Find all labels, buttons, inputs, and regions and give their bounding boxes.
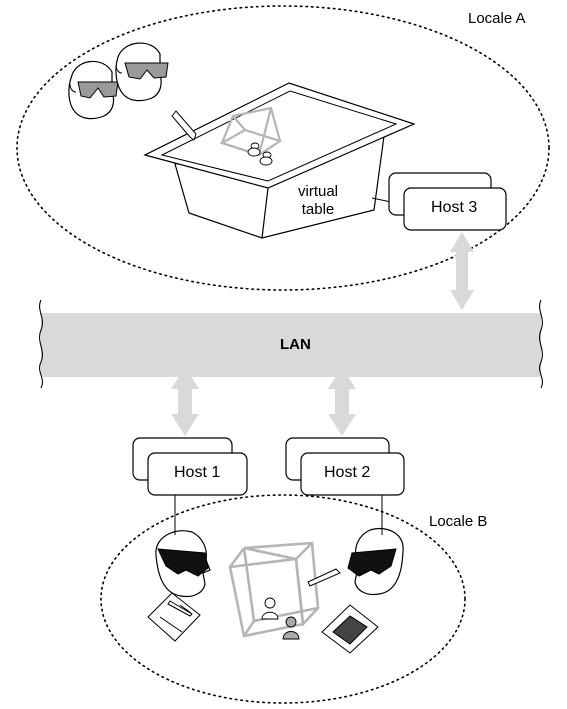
pen-tablet (147, 592, 201, 642)
table-figures (247, 142, 273, 166)
shared-virtual-cube (228, 541, 320, 638)
lan-label: LAN (280, 336, 311, 353)
locale-a-boundary (16, 5, 550, 291)
cube-figures (261, 597, 300, 640)
double-arrow-lan-host2 (328, 367, 356, 436)
stylus-locale-a (171, 110, 197, 141)
host-2-box (285, 437, 405, 496)
virtual-table-label-line2: table (301, 201, 335, 218)
host-1-label: Host 1 (174, 464, 221, 481)
shutter-glasses-b2 (347, 548, 397, 577)
vr-glasses-a2 (124, 62, 169, 80)
double-arrow-host3-lan (450, 232, 474, 310)
locale-b-label: Locale B (429, 513, 488, 530)
double-arrow-lan-host1 (171, 367, 199, 436)
keypad (321, 604, 379, 654)
virtual-table-label-line1: virtual (298, 183, 339, 200)
locale-a-label: Locale A (468, 10, 526, 27)
host-3-box (388, 172, 507, 231)
virtual-table-label: virtual table (298, 183, 338, 219)
virtual-table (143, 82, 416, 239)
lan-band (39, 299, 543, 389)
stylus-locale-b (307, 568, 341, 587)
host-1-box (132, 437, 248, 496)
host-3-label: Host 3 (431, 199, 478, 216)
shutter-glasses-b1 (157, 548, 209, 577)
host-2-label: Host 2 (324, 464, 371, 481)
locale-b-boundary (100, 494, 466, 704)
